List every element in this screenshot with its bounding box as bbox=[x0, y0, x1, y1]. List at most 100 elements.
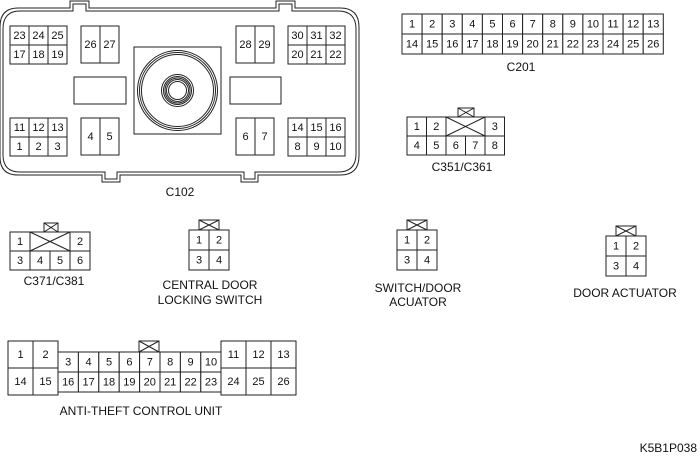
pin-cell: 25 bbox=[245, 367, 272, 396]
pin-number: 8 bbox=[294, 141, 300, 153]
pin-number: 14 bbox=[406, 39, 418, 51]
pin-cell: 26 bbox=[642, 33, 664, 55]
pin-number: 2 bbox=[77, 236, 83, 248]
pin-cell: 31 bbox=[306, 25, 327, 46]
pin-number: 20 bbox=[144, 377, 156, 389]
pin-cell: 4 bbox=[461, 13, 483, 35]
pin-cell: 3 bbox=[57, 351, 79, 373]
pin-cell: 4 bbox=[406, 135, 427, 156]
pin-cell: 4 bbox=[208, 249, 230, 271]
pin-cell-box bbox=[270, 367, 297, 396]
locking-tab-icon bbox=[615, 225, 637, 237]
pin-cell: 2 bbox=[625, 235, 647, 257]
pin-number: 4 bbox=[469, 19, 475, 31]
pin-number: 1 bbox=[196, 235, 202, 247]
pin-number: 1 bbox=[613, 241, 619, 253]
pin-cell: 30 bbox=[287, 25, 308, 46]
pin-cell: 1 bbox=[9, 136, 30, 157]
pin-cell: 21 bbox=[542, 33, 564, 55]
anti-theft-control-unit-label: ANTI-THEFT CONTROL UNIT bbox=[60, 404, 223, 418]
pin-number: 4 bbox=[216, 255, 222, 267]
pin-number: 10 bbox=[205, 357, 217, 369]
pin-cell: 3 bbox=[396, 249, 418, 271]
c102-right-latch bbox=[229, 76, 282, 105]
pin-number: 2 bbox=[42, 349, 48, 361]
pin-number: 21 bbox=[310, 49, 322, 61]
pin-cell: 3 bbox=[441, 13, 463, 35]
central-door-locking-switch-label-line1: CENTRAL DOOR bbox=[163, 278, 258, 292]
pin-number: 6 bbox=[453, 140, 459, 152]
pin-cell: 10 bbox=[200, 351, 222, 373]
pin-cell: 15 bbox=[421, 33, 443, 55]
pin-cell: 19 bbox=[118, 371, 141, 393]
pin-cell: 14 bbox=[287, 117, 308, 138]
pin-cell: 13 bbox=[270, 340, 297, 369]
pin-number: 16 bbox=[329, 122, 341, 134]
pin-cell: 22 bbox=[179, 371, 202, 393]
pin-number: 3 bbox=[196, 255, 202, 267]
pin-number: 9 bbox=[570, 19, 576, 31]
pin-cell: 4 bbox=[29, 250, 51, 271]
pin-number: 1 bbox=[17, 349, 23, 361]
pin-number: 1 bbox=[409, 19, 415, 31]
pin-cell-box bbox=[7, 367, 34, 396]
pin-cell: 18 bbox=[28, 44, 49, 65]
pin-cell-box bbox=[254, 117, 275, 156]
figure-code: K5B1P038 bbox=[640, 441, 698, 455]
switch-door-actuator-label-line2: ACUATOR bbox=[389, 295, 447, 309]
pin-cell: 13 bbox=[642, 13, 664, 35]
pin-number: 3 bbox=[17, 255, 23, 267]
pin-number: 2 bbox=[35, 141, 41, 153]
pin-number: 15 bbox=[310, 122, 322, 134]
pin-cell: 17 bbox=[77, 371, 100, 393]
pin-cell-box bbox=[47, 44, 68, 65]
pin-cell: 16 bbox=[441, 33, 463, 55]
pin-number: 4 bbox=[87, 131, 93, 143]
pin-cell: 11 bbox=[9, 117, 30, 138]
locking-tab-icon bbox=[457, 107, 475, 118]
pin-cell: 1 bbox=[605, 235, 627, 257]
pin-number: 6 bbox=[509, 19, 515, 31]
pin-cell: 4 bbox=[416, 249, 438, 271]
pin-number: 6 bbox=[242, 131, 248, 143]
pin-number: 11 bbox=[607, 19, 618, 31]
pin-number: 28 bbox=[239, 39, 251, 51]
pin-cell: 3 bbox=[605, 255, 627, 277]
pin-number: 17 bbox=[82, 377, 94, 389]
pin-cell: 14 bbox=[401, 33, 423, 55]
pin-cell: 22 bbox=[562, 33, 584, 55]
pin-cell: 9 bbox=[562, 13, 584, 35]
c102-housing-inner bbox=[2, 3, 357, 180]
pin-number: 32 bbox=[329, 30, 341, 42]
pin-number: 13 bbox=[51, 122, 63, 134]
pin-cell: 5 bbox=[49, 250, 71, 271]
pin-number: 2 bbox=[424, 235, 430, 247]
pin-cell: 15 bbox=[32, 367, 59, 396]
pin-number: 5 bbox=[106, 357, 112, 369]
pin-cell-box bbox=[220, 367, 247, 396]
pin-cell: 15 bbox=[306, 117, 327, 138]
keyway-icon bbox=[445, 116, 486, 137]
pin-cell: 5 bbox=[98, 351, 120, 373]
pin-number: 2 bbox=[216, 235, 222, 247]
pin-cell: 18 bbox=[481, 33, 503, 55]
pin-number: 11 bbox=[228, 349, 239, 361]
pin-cell-box bbox=[245, 340, 272, 369]
pin-cell: 6 bbox=[502, 13, 524, 35]
pin-number: 18 bbox=[32, 49, 44, 61]
pin-number: 11 bbox=[14, 122, 25, 134]
pin-cell-box bbox=[47, 136, 68, 157]
door-actuator-label: DOOR ACTUATOR bbox=[573, 286, 677, 300]
pin-number: 26 bbox=[277, 376, 289, 388]
pin-cell: 24 bbox=[28, 25, 49, 46]
pin-number: 24 bbox=[32, 30, 44, 42]
pin-cell: 23 bbox=[9, 25, 30, 46]
pin-number: 22 bbox=[567, 39, 579, 51]
pin-cell: 17 bbox=[461, 33, 483, 55]
pin-number: 6 bbox=[77, 255, 83, 267]
